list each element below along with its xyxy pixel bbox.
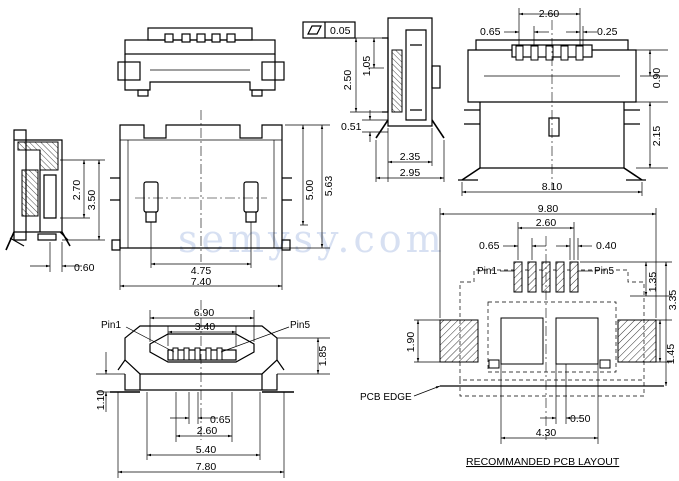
top-view: 5.00 5.63 4.75 7.40 [110, 110, 335, 290]
front-pin1-label: Pin1 [101, 320, 121, 331]
pcb-pin5-label: Pin5 [594, 266, 614, 277]
top-outline-view [117, 27, 285, 97]
tolerance-value: 0.05 [330, 25, 351, 37]
dim-3-35: 3.35 [667, 290, 679, 311]
pcb-pin1-label: Pin1 [477, 266, 497, 277]
dim-8-10: 8.10 [542, 181, 563, 193]
dim-pcb-0-40: 0.40 [596, 240, 617, 252]
dim-4-75: 4.75 [191, 265, 212, 277]
dim-0-90: 0.90 [651, 68, 663, 89]
dim-2-15: 2.15 [651, 126, 663, 147]
dim-back-2-60: 2.60 [539, 8, 560, 20]
back-view: 2.60 0.65 0.25 0.90 2.15 8.10 [458, 8, 668, 196]
dim-1-35: 1.35 [647, 272, 659, 293]
dim-2-50: 2.50 [342, 70, 354, 91]
dim-front-2-60: 2.60 [197, 425, 218, 437]
pcb-layout-view: 9.80 2.60 0.65 0.40 Pin1 Pin5 1.35 3.35 … [360, 203, 679, 468]
pcb-edge-label: PCB EDGE [360, 392, 412, 403]
dim-2-95: 2.95 [400, 167, 421, 179]
flatness-icon [307, 25, 322, 35]
front-pin5-label: Pin5 [290, 320, 310, 331]
dim-4-30: 4.30 [536, 427, 557, 439]
front-view: 6.90 3.40 Pin1 Pin5 1.85 1.10 0.65 2.60 … [95, 300, 330, 478]
dim-5-63: 5.63 [323, 176, 335, 197]
dim-0-50: 0.50 [570, 413, 591, 425]
dim-1-10: 1.10 [95, 390, 107, 411]
dim-1-90: 1.90 [405, 332, 417, 353]
dim-pcb-2-60: 2.60 [536, 217, 557, 229]
dim-9-80: 9.80 [538, 203, 559, 215]
watermark-text: semysy.com [178, 217, 446, 261]
dim-1-85: 1.85 [317, 346, 329, 367]
flatness-tolerance-frame: 0.05 [302, 21, 356, 39]
dim-front-0-65: 0.65 [210, 414, 231, 426]
dim-pcb-0-65: 0.65 [479, 240, 500, 252]
dim-back-0-25: 0.25 [597, 26, 618, 38]
dim-5-40: 5.40 [196, 444, 217, 456]
dim-2-35: 2.35 [400, 151, 421, 163]
dim-6-90: 6.90 [194, 307, 215, 319]
dim-0-51: 0.51 [341, 121, 362, 133]
pcb-right-anchor-pad [617, 319, 657, 363]
dim-2-70: 2.70 [71, 180, 83, 201]
pcb-layout-title: RECOMMANDED PCB LAYOUT [466, 456, 620, 468]
dim-back-0-65: 0.65 [480, 26, 501, 38]
side-view: 2.50 1.05 0.51 2.35 2.95 [341, 17, 445, 182]
dim-0-60: 0.60 [74, 262, 95, 274]
pcb-left-center-pad [500, 317, 544, 365]
dim-1-05: 1.05 [361, 56, 373, 77]
pcb-right-center-pad [555, 317, 599, 365]
dim-7-40: 7.40 [191, 276, 212, 288]
dim-1-45: 1.45 [665, 344, 677, 365]
left-section-view: 2.70 3.50 0.60 [5, 129, 105, 274]
dim-3-40: 3.40 [195, 321, 216, 333]
dim-5-00: 5.00 [304, 180, 316, 201]
dim-3-50: 3.50 [86, 190, 98, 211]
dim-7-80: 7.80 [196, 461, 217, 473]
pcb-left-anchor-pad [439, 319, 479, 363]
